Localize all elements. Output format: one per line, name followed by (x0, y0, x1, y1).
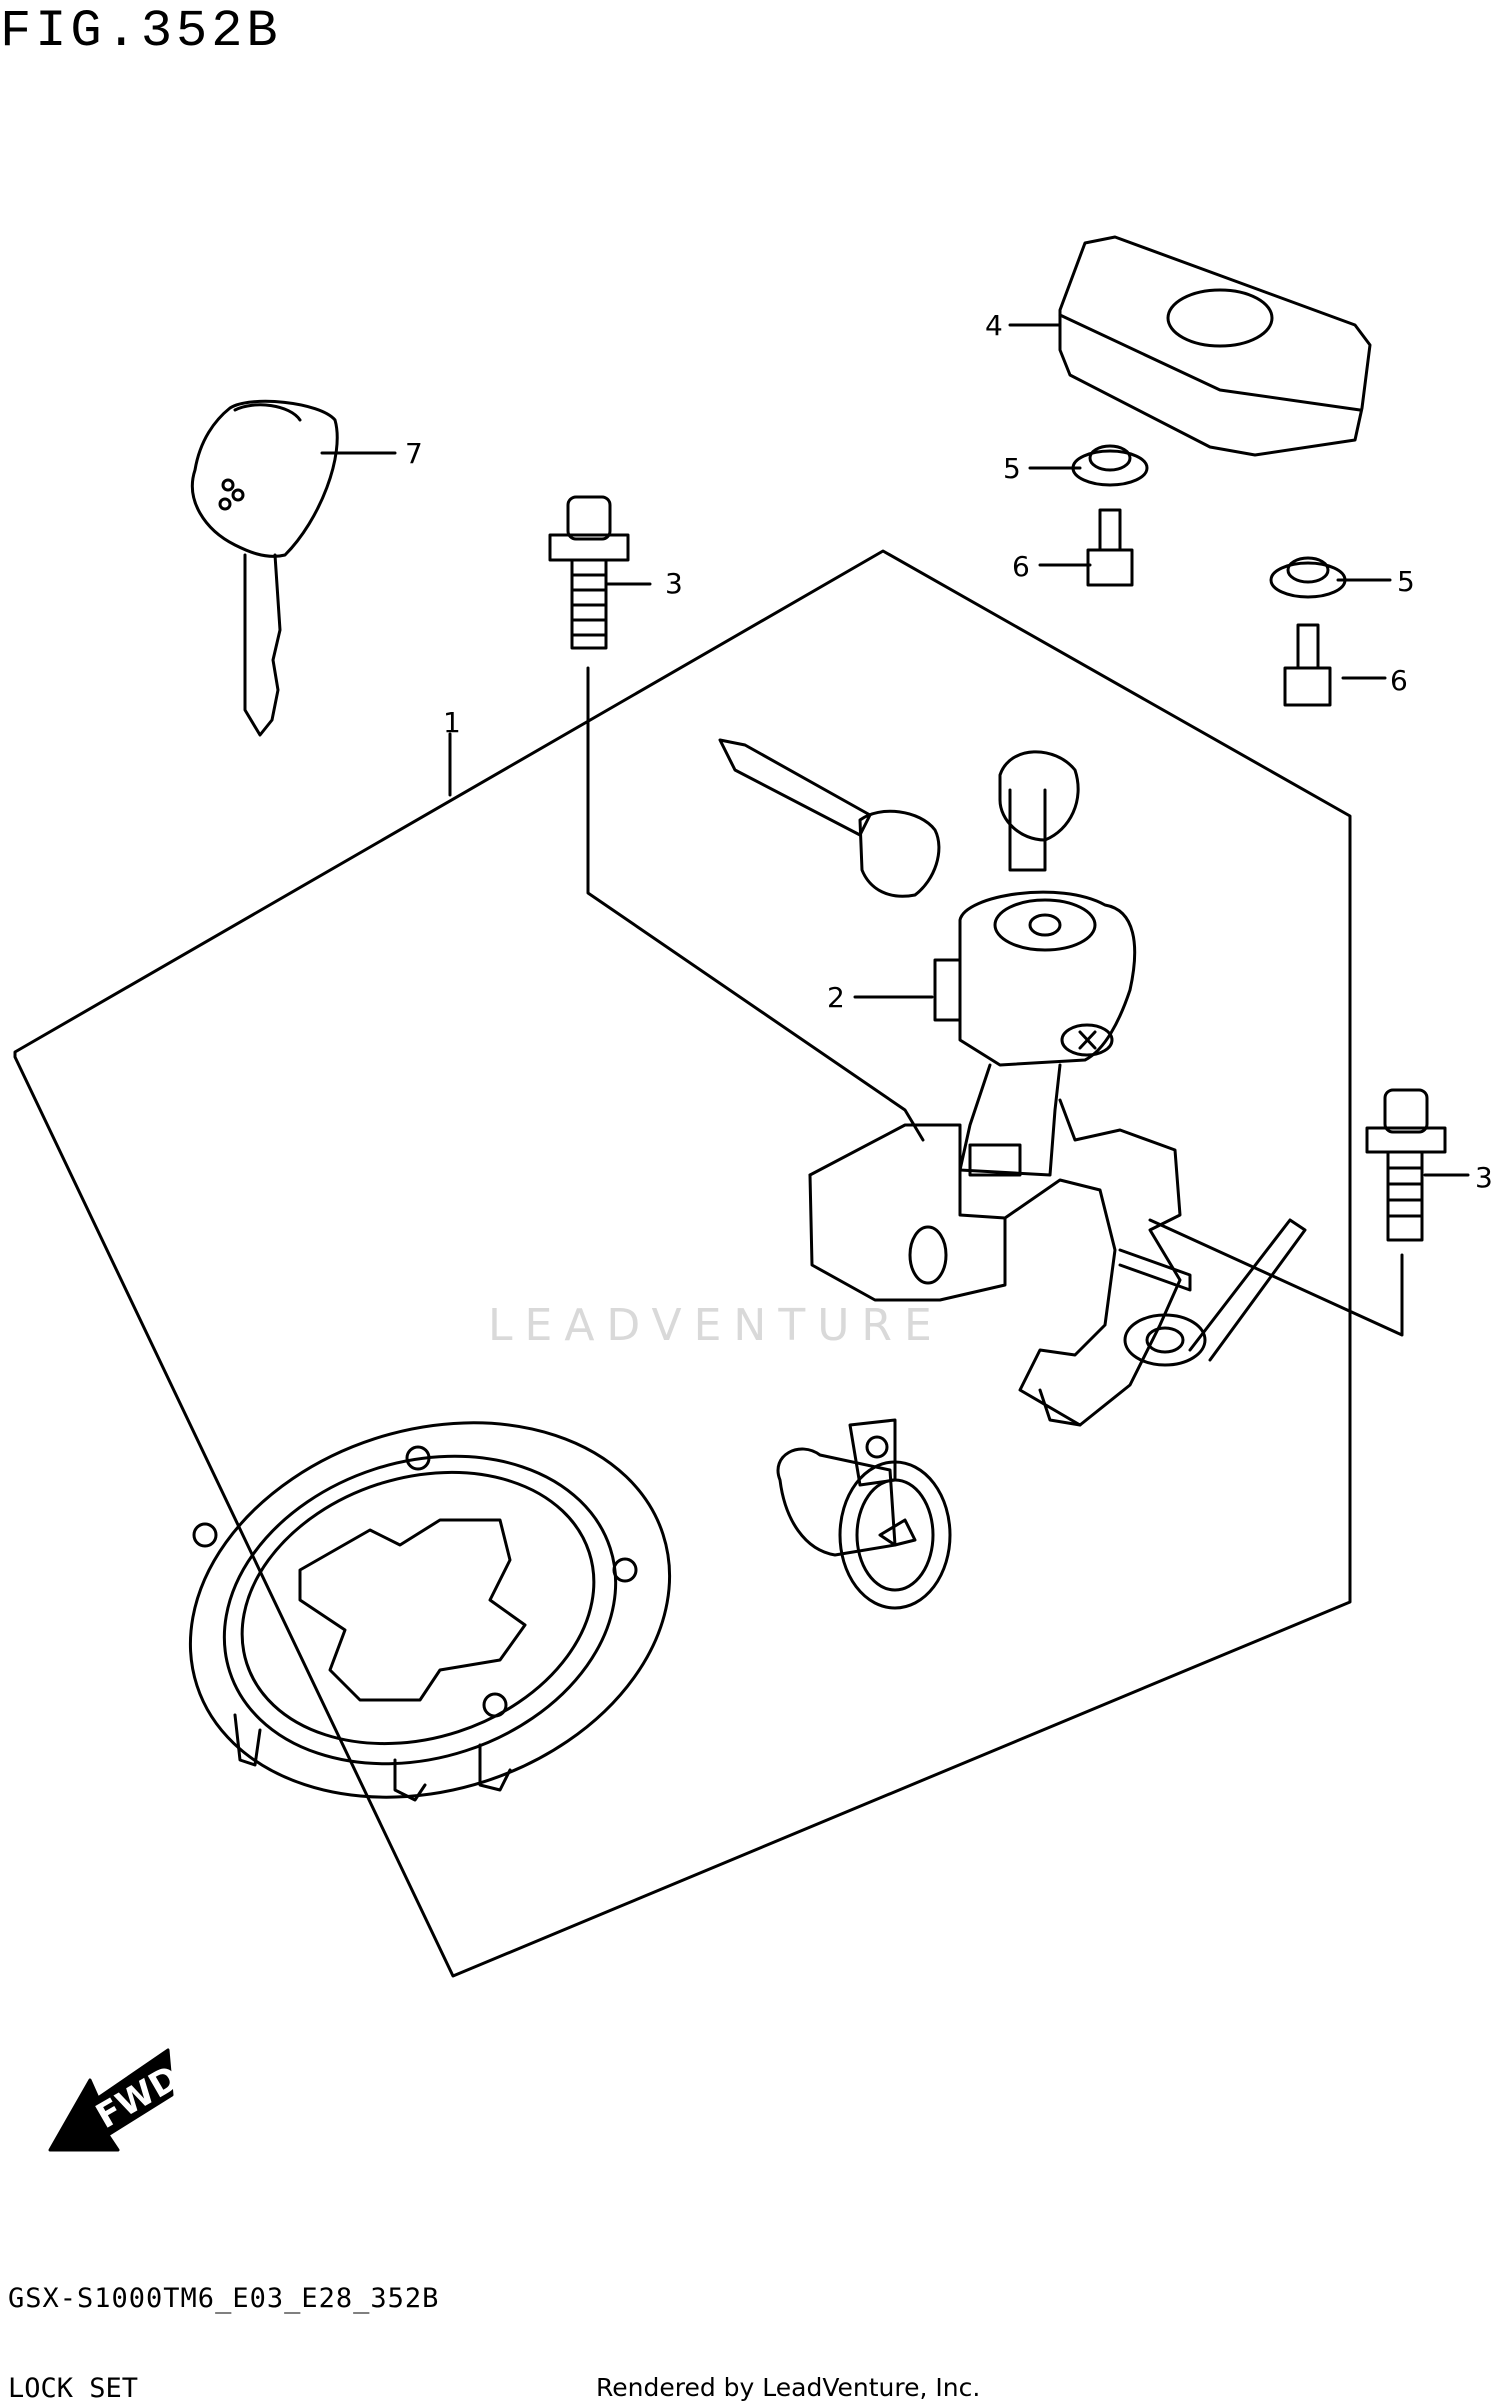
callout-2: 2 (827, 981, 845, 1014)
small-bolt-part-b (1283, 623, 1332, 707)
grommet-part-b (1269, 556, 1347, 599)
watermark-text: LEADVENTURE (488, 1300, 944, 1351)
callout-4: 4 (985, 309, 1003, 342)
callout-6-left: 6 (1012, 550, 1030, 583)
callout-6-right: 6 (1390, 664, 1408, 697)
seat-lock-cylinder-part (776, 1418, 952, 1610)
callout-7: 7 (405, 437, 423, 470)
bolt-part-right (1365, 1088, 1447, 1242)
fwd-direction-arrow: FWD (48, 2048, 186, 2152)
ignition-switch-part (718, 738, 1307, 1427)
callout-5-left: 5 (1003, 452, 1021, 485)
callout-3-upper: 3 (665, 567, 683, 600)
section-title: LOCK SET (8, 2373, 139, 2404)
callout-1: 1 (443, 706, 461, 739)
bolt-part-upper (548, 495, 630, 650)
bolt-guide-left (586, 666, 925, 1142)
fuel-cap-part (188, 1421, 672, 1802)
bolt-guide-right (1148, 1218, 1404, 1337)
render-credit: Rendered by LeadVenture, Inc. (596, 2373, 981, 2402)
figure-title: FIG.352B (0, 2, 282, 61)
assembly-outline (13, 549, 1352, 1978)
grommet-part-a (1071, 444, 1149, 487)
small-bolt-part-a (1086, 508, 1134, 587)
callout-5-right: 5 (1397, 565, 1415, 598)
model-code: GSX-S1000TM6_E03_E28_352B (8, 2283, 440, 2314)
key-part (190, 399, 339, 737)
callout-3-right: 3 (1475, 1161, 1493, 1194)
cover-pad-part (1058, 235, 1372, 457)
